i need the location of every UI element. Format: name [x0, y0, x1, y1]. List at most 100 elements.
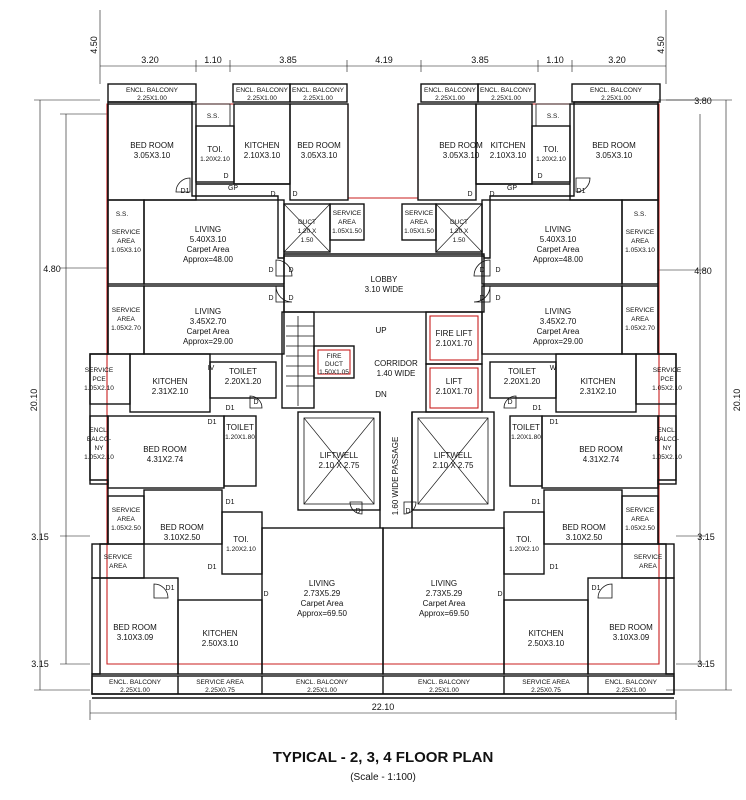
door-label-d: D [292, 191, 297, 198]
label-ny: NY [662, 445, 672, 452]
label-size: 2.31X2.10 [580, 387, 617, 396]
label-size: 1.20X1.80 [511, 434, 541, 441]
label-size: 1.05X2.10 [652, 385, 682, 392]
door-label-d: D [489, 191, 494, 198]
label-iv: IV [208, 365, 215, 372]
dim-top-seg-7: 3.20 [608, 55, 626, 65]
label-gp: GP [507, 185, 517, 192]
label-duct: DUCT [298, 219, 316, 226]
label-service: SERVICE [112, 507, 141, 514]
label-size: 3.05X3.10 [596, 151, 633, 160]
label-size: 2.25X0.75 [531, 687, 561, 694]
label-bed-room: BED ROOM [609, 623, 653, 632]
door-label-d1: D1 [577, 188, 586, 195]
label-living: LIVING [195, 225, 221, 234]
door-label-d: D [537, 173, 542, 180]
label-duct: DUCT [325, 361, 343, 368]
label-size: 2.10X3.10 [490, 151, 527, 160]
door-label-d1: D1 [208, 419, 217, 426]
label-liftwell: LIFTWELL [320, 451, 359, 460]
dim-top-seg-3: 3.85 [279, 55, 297, 65]
label-size: 2.25X1.00 [303, 95, 333, 102]
walls [89, 83, 677, 699]
label-carpet-area: Carpet Area [423, 599, 466, 608]
label-size: 2.25X1.00 [247, 95, 277, 102]
label-area: AREA [117, 238, 135, 245]
door-swings [153, 177, 613, 599]
label-service: SERVICE [653, 367, 682, 374]
label-ny: NY [94, 445, 104, 452]
door-label-d1: D1 [181, 188, 190, 195]
label-toilet: TOILET [226, 423, 254, 432]
label-toi: TOI. [207, 145, 222, 154]
door-label-d1: D1 [550, 564, 559, 571]
label-size: 2.50X3.10 [202, 639, 239, 648]
door-label-d1: D1 [226, 405, 235, 412]
label-service: SERVICE [112, 229, 141, 236]
label-size: 2.20X1.20 [504, 377, 541, 386]
label-ss: S.S. [547, 113, 559, 120]
door-label-d1: D1 [533, 405, 542, 412]
door-label-d: D [268, 295, 273, 302]
dim-top-seg-4: 4.19 [375, 55, 393, 65]
dim-top-seg-6: 1.10 [546, 55, 564, 65]
label-area: AREA [631, 316, 649, 323]
label-size: 1.05X2.10 [652, 454, 682, 461]
label-carpet-area: Carpet Area [187, 245, 230, 254]
label-approx: Approx=29.00 [533, 337, 584, 346]
label-size: 2.20X1.20 [225, 377, 262, 386]
label-encl-balcony: ENCL. BALCONY [236, 87, 289, 94]
label-pce: PCE [92, 376, 106, 383]
label-size: 2.25X1.00 [491, 95, 521, 102]
label-size: 1.50X1.05 [319, 369, 349, 376]
label-service-area: SERVICE AREA [522, 679, 570, 686]
label-liftwell-size: 2.10 X 2.75 [433, 461, 474, 470]
label-size: 2.50X3.10 [528, 639, 565, 648]
dim-right-lower-1: 3.15 [697, 532, 715, 542]
dim-right-total: 20.10 [732, 389, 742, 412]
label-carpet-area: Carpet Area [537, 327, 580, 336]
label-duct-size: 1.20 X [298, 228, 317, 235]
label-ss: S.S. [634, 211, 646, 218]
label-approx: Approx=48.00 [183, 255, 234, 264]
label-living: LIVING [195, 307, 221, 316]
label-size: 1.20X2.10 [200, 156, 230, 163]
label-encl-balcony: ENCL. BALCONY [292, 87, 345, 94]
door-label-d: D [223, 173, 228, 180]
dim-left-total: 20.10 [29, 389, 39, 412]
label-toilet: TOILET [508, 367, 536, 376]
label-kitchen: KITCHEN [580, 377, 615, 386]
label-area: AREA [117, 516, 135, 523]
label-area: AREA [410, 219, 428, 226]
label-duct-size: 1.50 [301, 237, 314, 244]
label-size: 3.10X2.50 [566, 533, 603, 542]
label-toilet: TOILET [512, 423, 540, 432]
label-encl-balcony: ENCL. BALCONY [296, 679, 349, 686]
label-lobby-size: 3.10 WIDE [365, 285, 404, 294]
door-label-d1: D1 [592, 585, 601, 592]
label-size: 1.05X2.70 [111, 325, 141, 332]
label-service: SERVICE [626, 307, 655, 314]
label-encl-balcony: ENCL. BALCONY [590, 87, 643, 94]
label-encl: ENCL. [89, 427, 108, 434]
label-size: 2.25X1.00 [601, 95, 631, 102]
label-encl-balcony: ENCL. BALCONY [109, 679, 162, 686]
label-area: AREA [117, 316, 135, 323]
label-bed-room: BED ROOM [297, 141, 341, 150]
label-kitchen: KITCHEN [528, 629, 563, 638]
door-markers: D1 D D D D1 D D D D D D D D D D D D1 D D… [166, 173, 601, 598]
label-size: 4.31X2.74 [583, 455, 620, 464]
door-label-d: D [495, 295, 500, 302]
label-toi: TOI. [233, 535, 248, 544]
door-label-d: D [497, 591, 502, 598]
label-size: 1.05X1.50 [404, 228, 434, 235]
door-label-d: D [268, 267, 273, 274]
label-bed-room: BED ROOM [579, 445, 623, 454]
label-size: 1.20X1.80 [225, 434, 255, 441]
door-label-d1: D1 [208, 564, 217, 571]
label-living: LIVING [431, 579, 457, 588]
dim-left-lower-2: 3.15 [31, 659, 49, 669]
label-toi: TOI. [543, 145, 558, 154]
